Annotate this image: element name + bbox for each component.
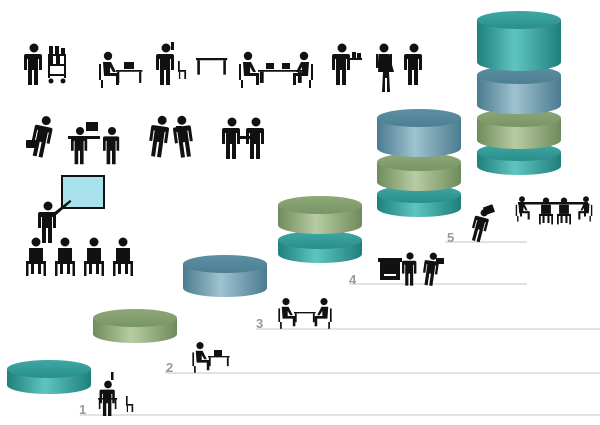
- cylinder-level-3: [183, 255, 267, 297]
- step-2-figure: [192, 342, 230, 373]
- meeting-presentation-icon: [68, 122, 120, 165]
- person-pushing-cart-icon: [24, 43, 66, 85]
- stair-line-2: [165, 370, 600, 374]
- cylinder-level-4: [278, 196, 362, 263]
- empty-desk-icon: [178, 58, 228, 79]
- man-icon: [404, 43, 422, 85]
- step-number-2: 2: [166, 360, 173, 375]
- step-number-3: 3: [256, 316, 263, 331]
- step-3-figure: [278, 298, 332, 329]
- person-at-laptop-icon: [99, 51, 143, 88]
- person-with-briefcase-icon: [26, 114, 55, 159]
- person-on-phone-icon: [156, 42, 174, 85]
- people-toasting-icon: [171, 114, 195, 159]
- two-people-at-desk-icon: [239, 51, 313, 88]
- step-5-figure: [468, 204, 496, 244]
- woman-icon: [376, 43, 394, 92]
- step-number-5: 5: [447, 230, 454, 245]
- presenter-icon: [38, 200, 72, 243]
- cylinder-level-5: [377, 109, 461, 217]
- stair-lines: [80, 241, 600, 416]
- handshake-icon: [222, 117, 264, 159]
- audience-icon: [26, 237, 133, 276]
- cylinder-level-6: [477, 11, 561, 175]
- step-number-1: 1: [79, 402, 86, 417]
- team-meeting-figure: [515, 196, 593, 225]
- step-number-4: 4: [349, 272, 357, 287]
- person-handing-icon: [147, 114, 171, 159]
- pictogram-grid: [24, 42, 422, 276]
- step-4-figure: [378, 251, 444, 287]
- cylinder-level-1: [7, 360, 91, 394]
- cylinder-level-2: [93, 309, 177, 343]
- waiter-serving-icon: [332, 43, 362, 85]
- step-1-figure: [98, 372, 134, 416]
